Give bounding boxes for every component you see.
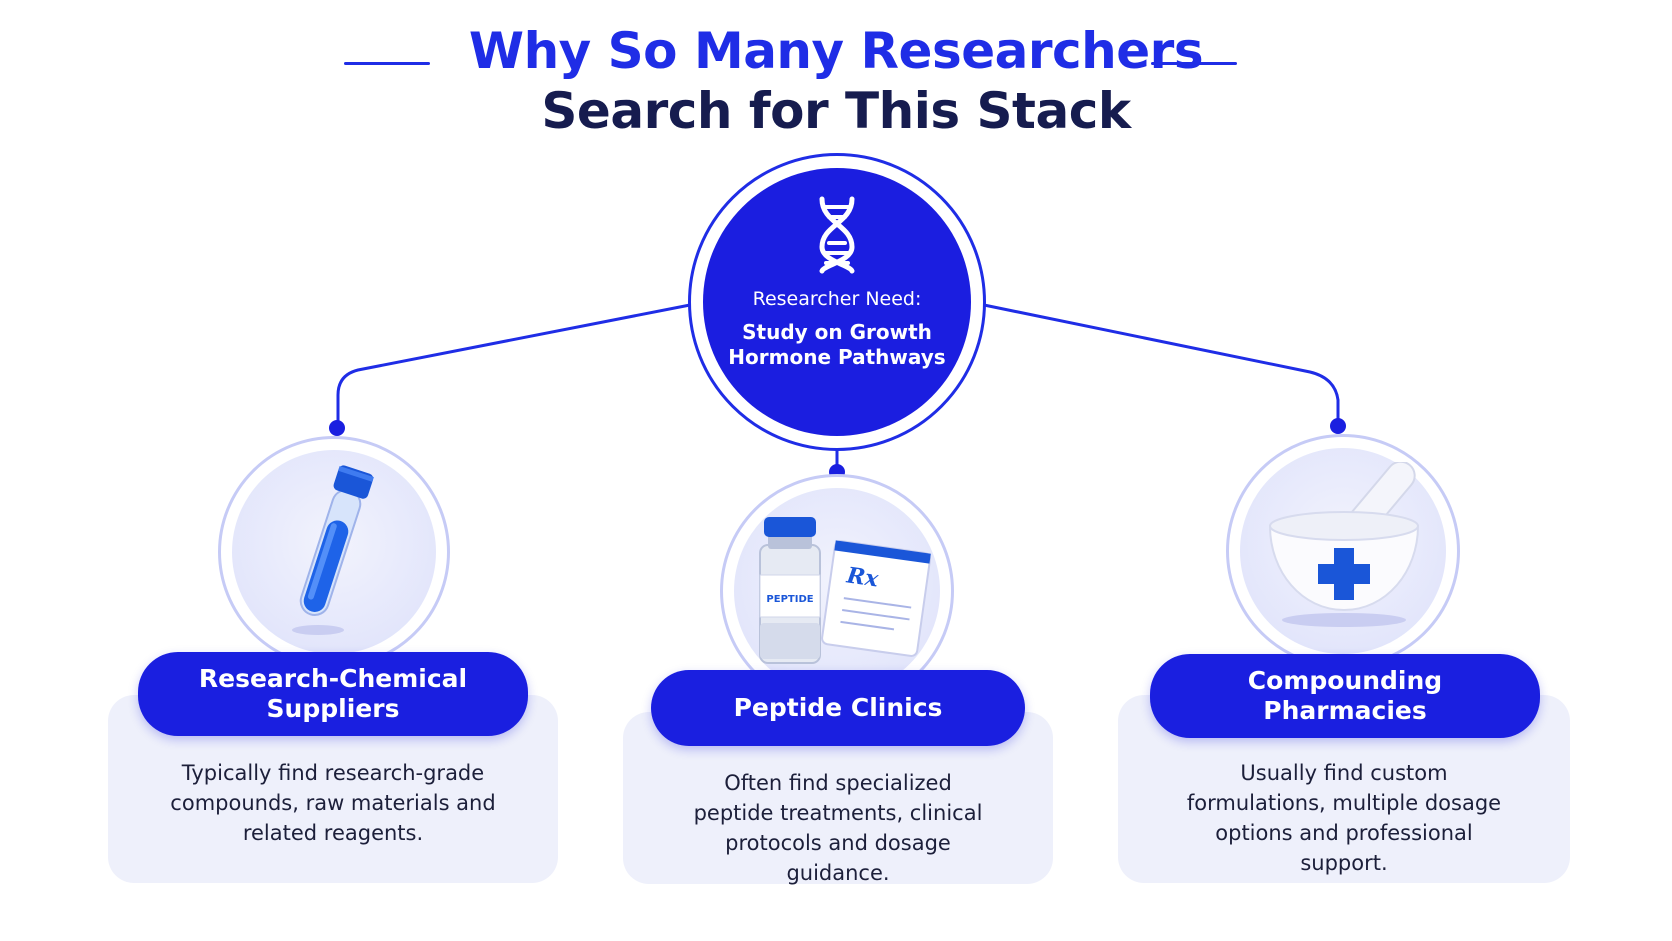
vial-prescription-icon: Rx PEPTIDE	[759, 517, 932, 664]
hub-focus: Study on Growth Hormone Pathways	[728, 320, 946, 369]
source-title: Research-Chemical Suppliers	[198, 664, 468, 723]
vial-label: PEPTIDE	[766, 594, 813, 605]
title-rule-left	[344, 62, 430, 65]
title-rule-right	[1151, 62, 1237, 65]
connector-left	[336, 303, 691, 428]
source-description: Usually find custom formulations, multip…	[1186, 761, 1502, 875]
test-tube-icon	[292, 465, 374, 635]
connector-dot-left	[329, 420, 345, 436]
page-title: Why So Many Researchers	[468, 22, 1204, 80]
desc-peptide-clinics: Often find specialized peptide treatment…	[623, 768, 1053, 888]
hub-circle	[703, 168, 971, 436]
rx-label: Rx	[844, 562, 881, 592]
mortar-pestle-icon	[1268, 462, 1420, 627]
pill-compounding-pharmacies: Compounding Pharmacies	[1150, 654, 1540, 738]
source-title: Compounding Pharmacies	[1247, 666, 1443, 725]
source-description: Often find specialized peptide treatment…	[693, 771, 983, 885]
source-title: Peptide Clinics	[733, 693, 943, 722]
desc-compounding-pharmacies: Usually find custom formulations, multip…	[1118, 758, 1570, 878]
desc-research-chemical-suppliers: Typically find research-grade compounds,…	[108, 758, 558, 848]
pill-research-chemical-suppliers: Research-Chemical Suppliers	[138, 652, 528, 736]
page-subtitle: Search for This Stack	[541, 82, 1131, 140]
connector-dot-right	[1330, 418, 1346, 434]
pill-peptide-clinics: Peptide Clinics	[651, 670, 1025, 746]
source-description: Typically find research-grade compounds,…	[170, 761, 496, 845]
hub-label: Researcher Need:	[752, 288, 922, 310]
connector-right	[983, 303, 1340, 425]
dna-icon	[819, 196, 855, 274]
